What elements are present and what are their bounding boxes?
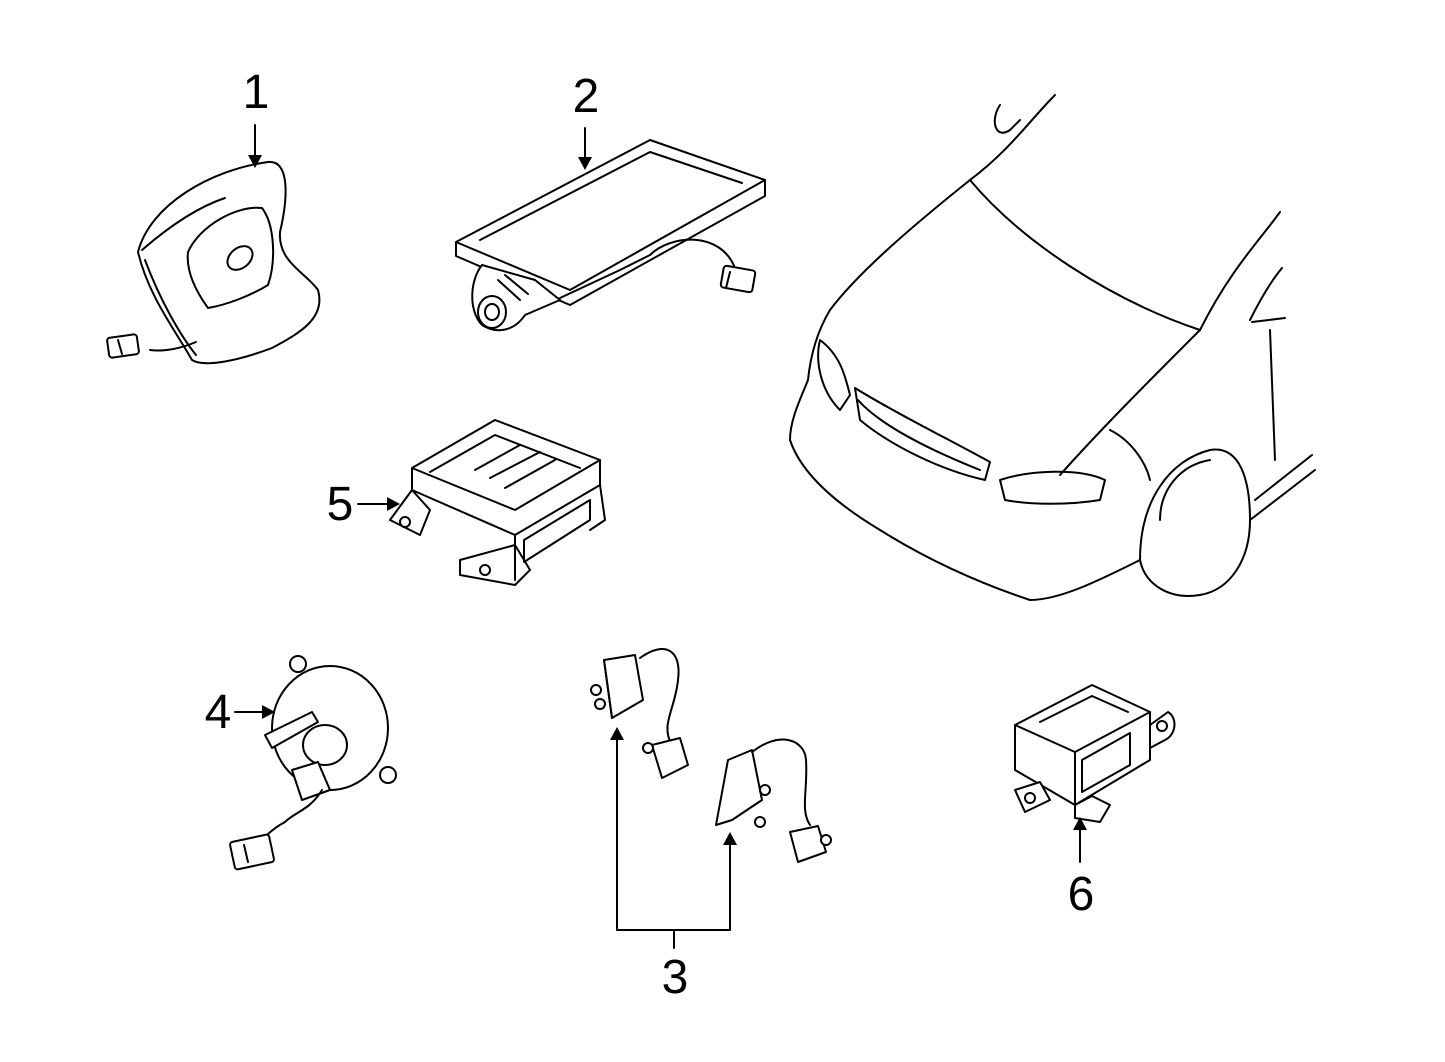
vehicle-illustration	[789, 94, 1316, 601]
part-3-impact-sensors[interactable]	[590, 648, 832, 863]
callout-2: 2	[573, 70, 600, 123]
part-2-passenger-airbag[interactable]	[455, 139, 766, 332]
callout-3: 3	[662, 951, 689, 1004]
callout-4: 4	[205, 686, 232, 739]
callout-6: 6	[1068, 868, 1095, 921]
callout-1: 1	[243, 66, 270, 119]
callout-5: 5	[327, 478, 354, 531]
part-4-clock-spring[interactable]	[229, 655, 397, 871]
part-1-driver-airbag[interactable]	[106, 160, 321, 365]
callout-arrows	[234, 124, 1087, 949]
part-5-control-module[interactable]	[389, 419, 606, 586]
part-6-yaw-sensor[interactable]	[1014, 684, 1176, 823]
